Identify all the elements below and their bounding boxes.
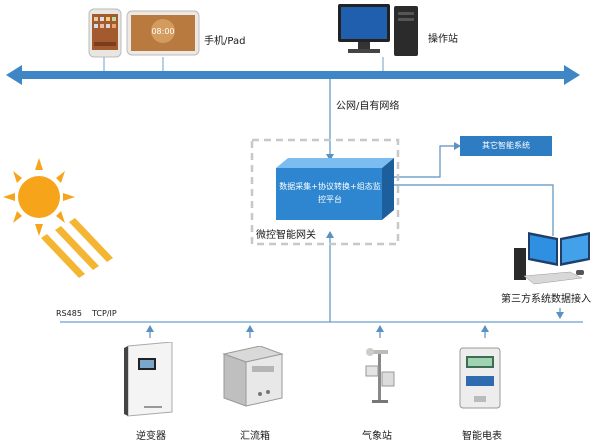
rs485-label: RS485	[56, 309, 82, 318]
device-label-meter: 智能电表	[462, 431, 502, 442]
combiner-box-icon	[220, 346, 284, 408]
third-party-computers-icon	[510, 228, 596, 286]
mobile-phone-icon	[88, 8, 122, 58]
tablet-clock-text: 08:00	[151, 27, 174, 36]
network-label: 公网/自有网络	[336, 101, 400, 112]
other-systems-box: 其它智能系统	[460, 136, 552, 156]
smart-meter-icon	[458, 346, 502, 410]
third-party-to-gateway-line	[374, 181, 554, 236]
gateway-to-other-line	[392, 142, 461, 178]
weather-station-icon	[358, 346, 402, 404]
device-label-inverter: 逆变器	[136, 431, 166, 442]
device-label-combiner: 汇流箱	[240, 431, 270, 442]
inverter-icon	[120, 342, 178, 418]
device-label-weather: 气象站	[362, 431, 392, 442]
tablet-icon: 08:00	[126, 10, 200, 56]
gateway-platform-text: 数据采集+协议转换+组态监控平台	[279, 182, 381, 204]
desktop-computer-icon	[336, 2, 422, 58]
tcpip-label: TCP/IP	[92, 309, 117, 318]
phone-pad-label: 手机/Pad	[204, 36, 246, 47]
gateway-name-label: 微控智能网关	[256, 230, 316, 241]
top-network-bus	[6, 65, 580, 85]
gateway-platform-box	[270, 156, 396, 222]
other-systems-label: 其它智能系统	[482, 141, 530, 150]
sun-icon	[3, 158, 133, 278]
third-party-label: 第三方系统数据接入	[501, 294, 591, 305]
gateway-dashed-frame	[250, 138, 400, 246]
workstation-label: 操作站	[428, 34, 458, 45]
